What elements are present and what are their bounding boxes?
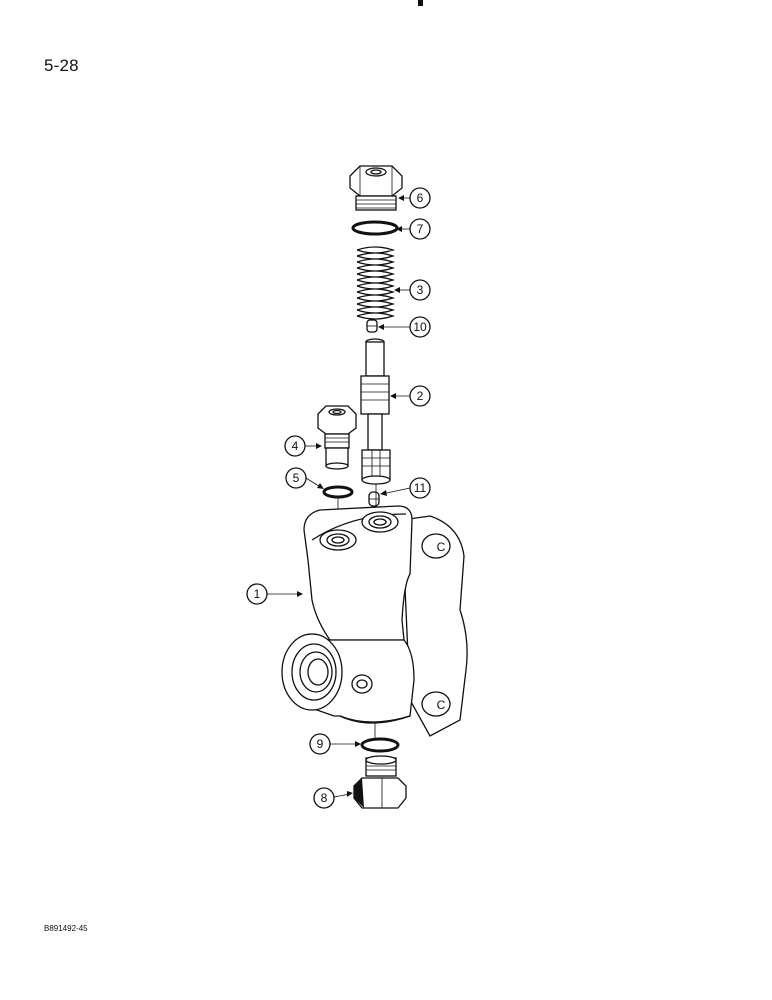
svg-text:2: 2 bbox=[417, 389, 424, 403]
part-5-o-ring bbox=[322, 485, 354, 499]
part-11-check-ball bbox=[368, 491, 380, 507]
callout-3: 3 bbox=[394, 279, 431, 301]
svg-text:11: 11 bbox=[414, 481, 427, 495]
part-3-spring bbox=[356, 246, 396, 320]
callout-8: 8 bbox=[313, 787, 353, 809]
callout-11: 11 bbox=[380, 477, 431, 499]
part-7-o-ring bbox=[351, 220, 399, 236]
part-9-o-ring bbox=[360, 737, 400, 753]
part-6-hex-plug bbox=[349, 165, 403, 211]
part-2-spool bbox=[360, 338, 391, 485]
svg-text:5: 5 bbox=[293, 471, 300, 485]
callout-10: 10 bbox=[378, 316, 431, 338]
svg-text:7: 7 bbox=[417, 222, 424, 236]
callout-4: 4 bbox=[284, 435, 322, 457]
callout-9: 9 bbox=[309, 733, 361, 755]
svg-text:6: 6 bbox=[417, 191, 424, 205]
part-10-small-poppet bbox=[366, 319, 378, 333]
svg-text:4: 4 bbox=[292, 439, 299, 453]
part-8-bottom-plug bbox=[353, 755, 407, 809]
svg-text:3: 3 bbox=[417, 283, 424, 297]
svg-text:9: 9 bbox=[317, 737, 324, 751]
callout-1: 1 bbox=[246, 583, 303, 605]
callout-2: 2 bbox=[390, 385, 431, 407]
callout-6: 6 bbox=[398, 187, 431, 209]
figure-code: B891492-45 bbox=[44, 924, 88, 933]
page-number: 5-28 bbox=[44, 56, 79, 75]
part-1-valve-body: C C bbox=[281, 505, 468, 737]
part-4-fitting bbox=[317, 405, 357, 470]
svg-text:10: 10 bbox=[413, 320, 427, 334]
callout-7: 7 bbox=[396, 218, 431, 240]
port-mark-upper: C bbox=[437, 540, 446, 554]
callout-5: 5 bbox=[285, 467, 324, 489]
svg-text:1: 1 bbox=[254, 587, 261, 601]
svg-text:8: 8 bbox=[321, 791, 328, 805]
port-mark-lower: C bbox=[437, 698, 446, 712]
page-edge-mark bbox=[418, 0, 423, 6]
